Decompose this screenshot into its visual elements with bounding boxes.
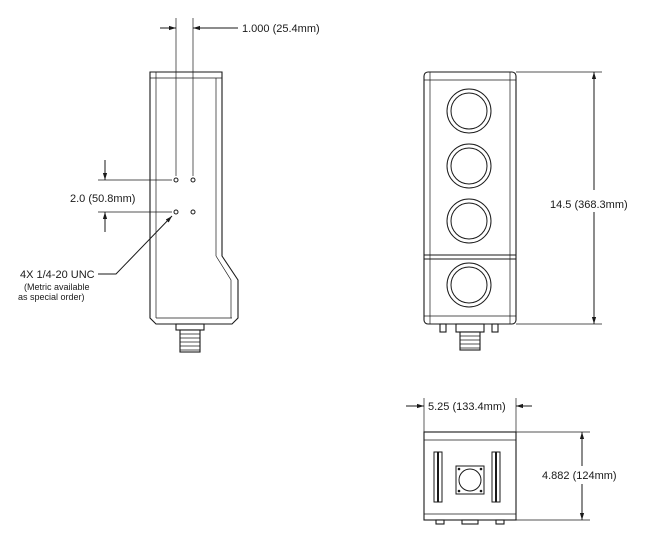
hole-spacing-vertical-label: 2.0 (50.8mm): [70, 193, 135, 205]
height-label: 14.5 (368.3mm): [550, 199, 628, 211]
thread-callout-line3: as special order): [18, 292, 85, 302]
lens-4: [446, 262, 492, 308]
bottom-view-body: [423, 431, 517, 521]
right-rail: [491, 451, 501, 503]
depth-label: 4.882 (124mm): [542, 470, 617, 482]
side-view-connector: [175, 323, 205, 353]
bottom-view-connector: [455, 465, 485, 495]
bottom-tabs: [435, 519, 505, 525]
side-view: 1.000 (25.4mm) 2.0 (50.8mm) 4X 1/4-20 UN…: [18, 18, 320, 353]
depth-dimension: 4.882 (124mm): [516, 431, 622, 521]
thread-callout-line1: 4X 1/4-20 UNC: [20, 269, 95, 281]
thread-callout-line2: (Metric available: [24, 282, 90, 292]
lens-2: [446, 143, 492, 189]
width-label: 5.25 (133.4mm): [428, 401, 506, 413]
front-view-connector: [439, 323, 499, 351]
front-view: 14.5 (368.3mm): [423, 71, 638, 351]
hole-spacing-horizontal-label: 1.000 (25.4mm): [242, 23, 320, 35]
front-view-body: [423, 71, 517, 325]
hole-spacing-vertical-dimension: 2.0 (50.8mm): [70, 160, 172, 232]
height-dimension: 14.5 (368.3mm): [516, 71, 638, 325]
thread-callout: 4X 1/4-20 UNC (Metric available as speci…: [18, 215, 173, 302]
bottom-view: 5.25 (133.4mm) 4.882 (124mm): [406, 398, 622, 525]
left-rail: [433, 451, 443, 503]
side-view-body: [149, 71, 239, 325]
hole-spacing-horizontal-dimension: 1.000 (25.4mm): [160, 18, 320, 176]
mounting-holes: [173, 177, 196, 215]
lens-3: [446, 198, 492, 244]
lens-1: [446, 88, 492, 134]
width-dimension: 5.25 (133.4mm): [406, 398, 532, 432]
